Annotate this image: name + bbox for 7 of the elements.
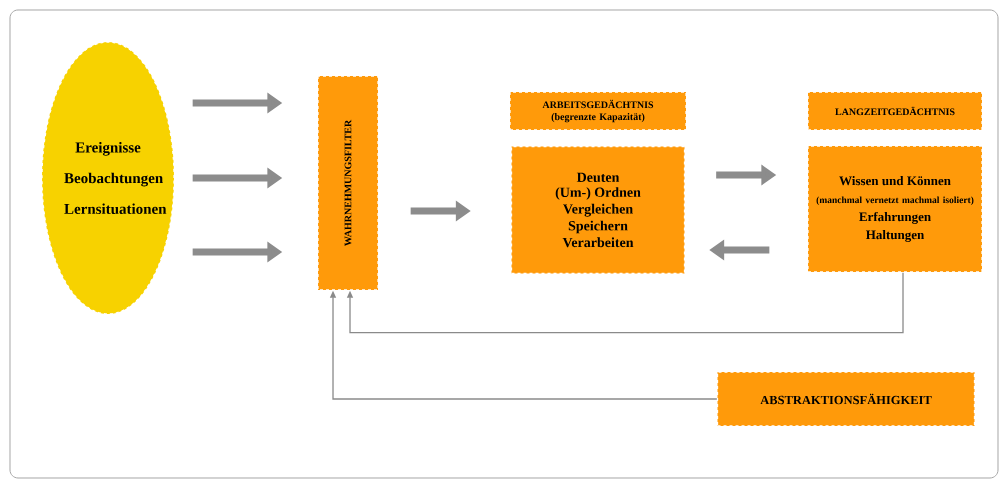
process-box: Deuten (Um-) Ordnen Vergleichen Speichern Verarbeiten [510, 145, 686, 275]
process-box: ABSTRAKTIONSFÄHIGKEIT [716, 371, 976, 427]
process-box: WAHRNEHMUNGSFILTER [317, 75, 379, 291]
process-box: ARBEITSGEDÄCHTNIS (begrenzte Kapazität) [509, 91, 687, 131]
process-box: Wissen und Können (manchmal vernetzt machmal isoliert) Erfahrungen Haltungen [807, 145, 983, 273]
process-box: LANGZEITGEDÄCHTNIS [807, 91, 983, 131]
arrow [346, 272, 904, 334]
